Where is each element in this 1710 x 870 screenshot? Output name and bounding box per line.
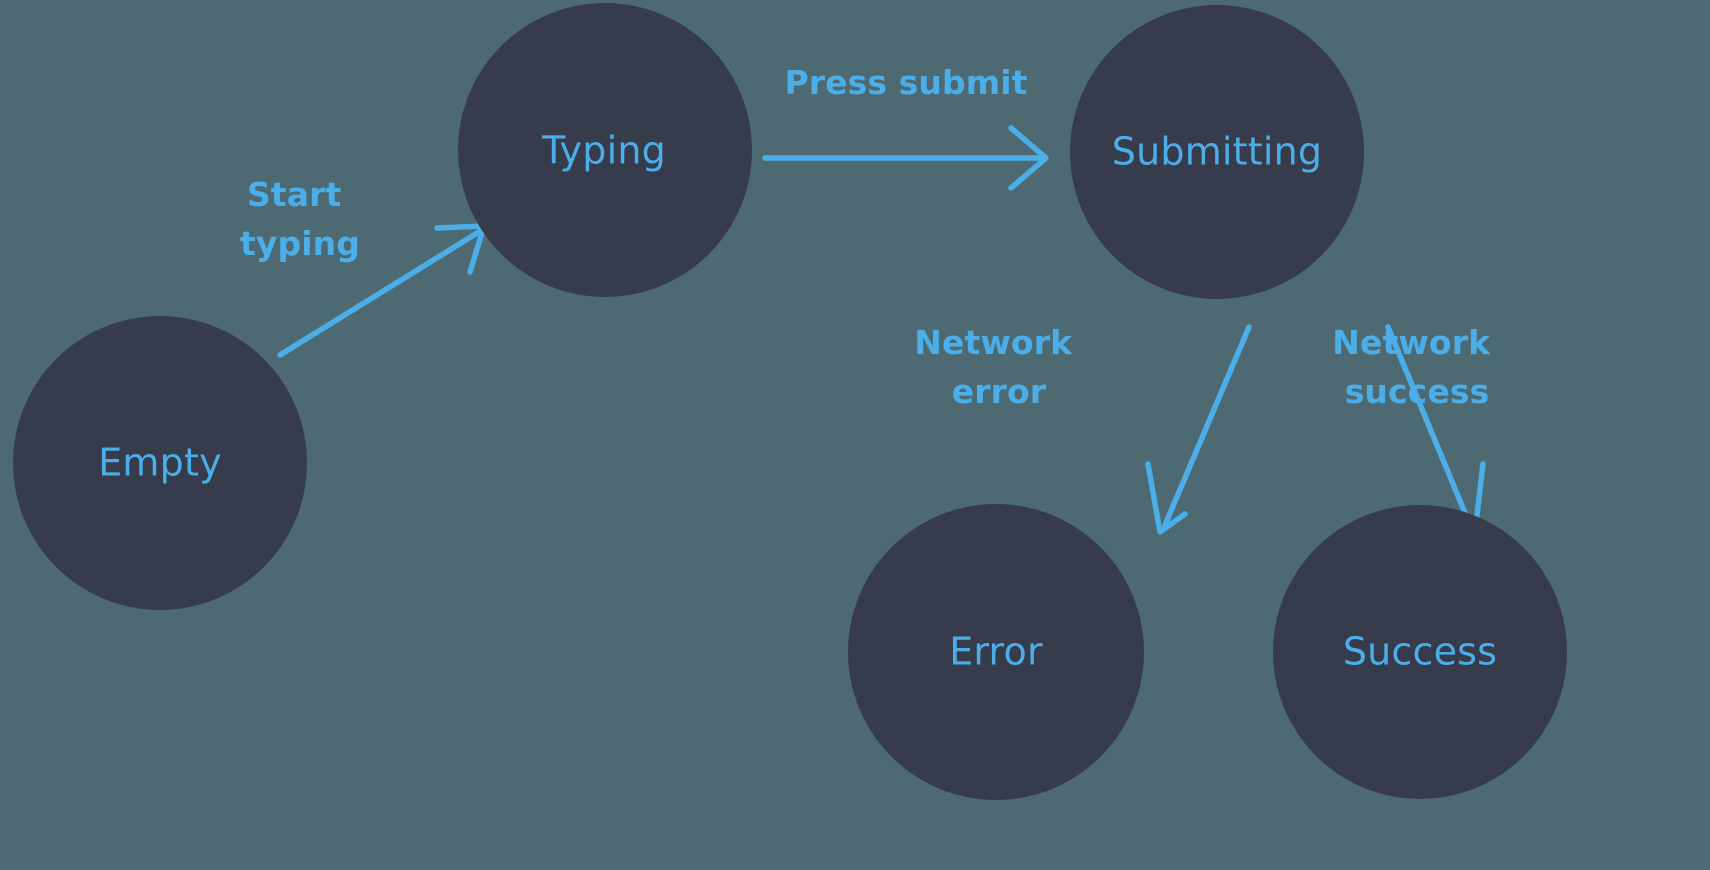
edge-submitting-to-success-line — [1385, 324, 1473, 528]
edge-label-start-typing: Start typing — [240, 175, 360, 263]
edge-submitting-to-error-line — [1162, 324, 1252, 528]
edge-label-start-typing-line-1: Start — [247, 175, 341, 214]
state-node-error-label: Error — [949, 630, 1043, 674]
state-node-error[interactable]: Error — [848, 504, 1144, 800]
edge-label-network-error-line-1: Network — [914, 323, 1073, 362]
state-node-submitting[interactable]: Submitting — [1070, 5, 1364, 299]
state-node-typing[interactable]: Typing — [458, 3, 752, 297]
edge-label-network-success: Network success — [1332, 323, 1501, 411]
edge-typing-to-submitting-arrowhead — [1008, 125, 1049, 191]
state-node-typing-circle[interactable] — [458, 3, 752, 297]
state-node-empty-circle[interactable] — [13, 316, 307, 610]
edge-label-network-error-line-2: error — [952, 372, 1047, 411]
edge-label-start-typing-line-2: typing — [240, 224, 360, 263]
edge-empty-to-typing-line — [277, 227, 485, 358]
state-node-empty-label: Empty — [98, 441, 222, 485]
edge-submitting-to-error — [1145, 324, 1252, 535]
edge-typing-to-submitting — [762, 125, 1049, 191]
state-node-submitting-circle[interactable] — [1070, 5, 1364, 299]
state-node-submitting-label: Submitting — [1112, 130, 1322, 174]
edge-label-network-success-line-2: success — [1345, 372, 1490, 411]
state-node-success[interactable]: Success — [1273, 505, 1567, 799]
edge-label-press-submit: Press submit — [784, 63, 1027, 102]
state-node-success-label: Success — [1343, 630, 1497, 674]
edge-submitting-to-error-arrowhead — [1145, 461, 1188, 535]
edge-label-network-error: Network error — [914, 323, 1083, 411]
state-node-empty[interactable]: Empty — [13, 316, 307, 610]
edge-label-network-success-line-1: Network — [1332, 323, 1491, 362]
state-node-typing-label: Typing — [541, 129, 666, 173]
state-node-error-circle[interactable] — [848, 504, 1144, 800]
edge-label-press-submit-line-1: Press submit — [784, 63, 1027, 102]
state-node-success-circle[interactable] — [1273, 505, 1567, 799]
